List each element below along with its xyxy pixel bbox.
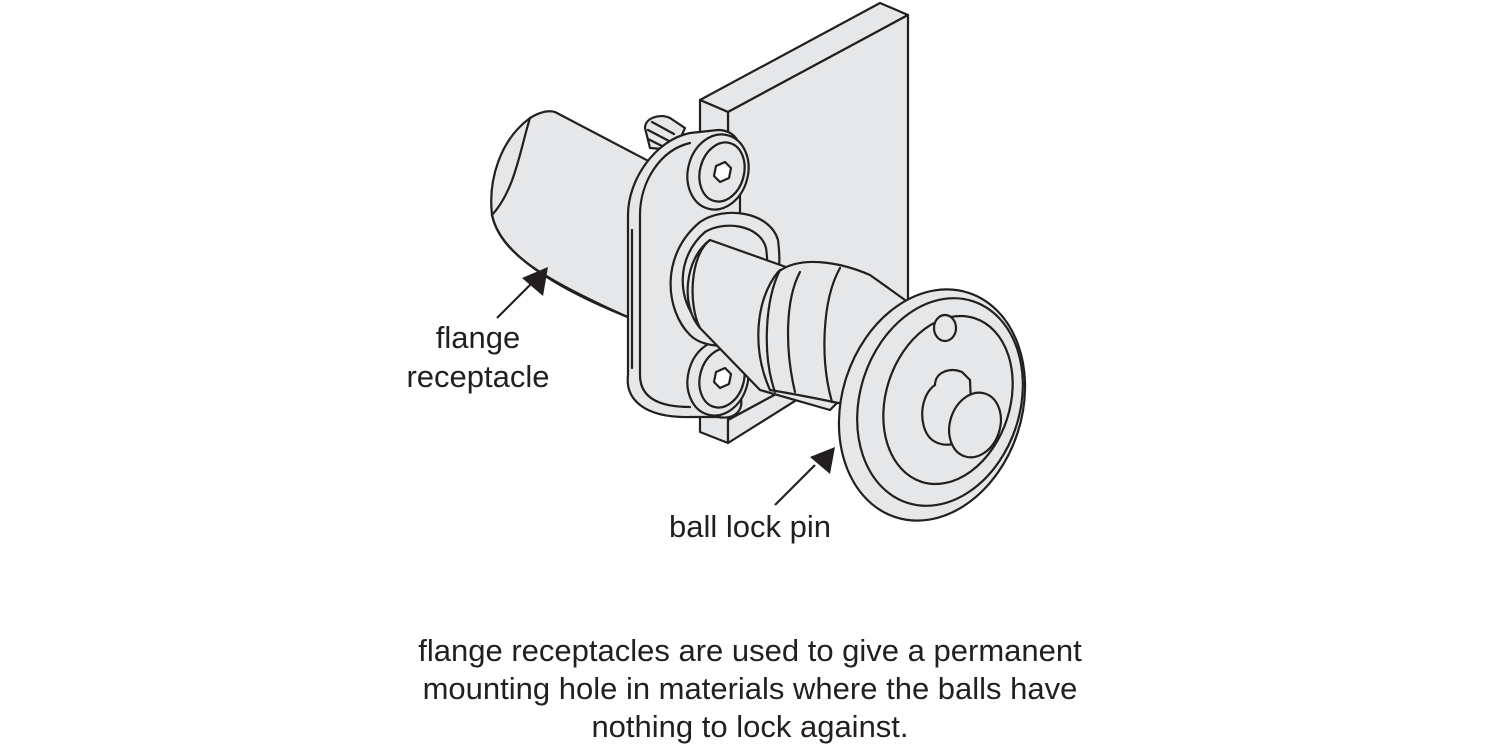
caption-line-1: flange receptacles are used to give a pe… [418, 633, 1082, 668]
detent-dot [932, 313, 958, 343]
flange-label-line-2: receptacle [406, 359, 550, 394]
ball-lock-pin-illustration [490, 1, 1027, 522]
ball-lock-pin-head [837, 288, 1027, 522]
flange-receptacle-label: flange receptacle [388, 318, 568, 396]
ball-lock-pin-label: ball lock pin [669, 509, 831, 544]
leader-arrows [496, 267, 835, 506]
flange-receptacle-arrow [496, 267, 548, 319]
caption-line-3: nothing to lock against. [591, 709, 909, 744]
caption-line-2: mounting hole in materials where the bal… [422, 671, 1078, 706]
flange-label-line-1: flange [435, 320, 521, 355]
ball-lock-pin-arrow [774, 447, 835, 506]
figure-caption: flange receptacles are used to give a pe… [300, 632, 1200, 746]
upper-screw [686, 133, 750, 211]
